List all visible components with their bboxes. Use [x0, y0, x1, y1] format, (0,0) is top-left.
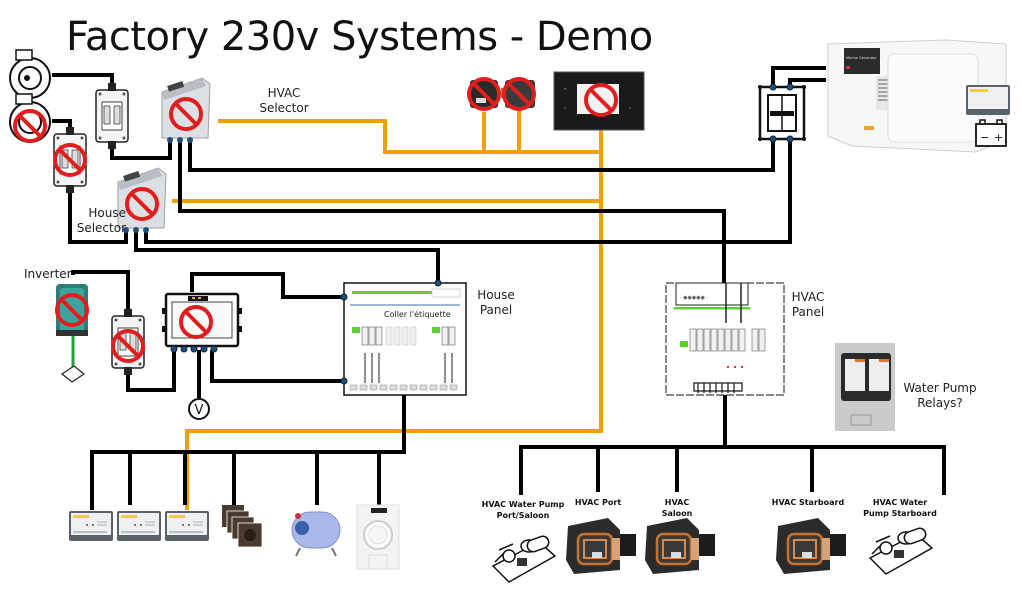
distribution-box[interactable]: [162, 292, 242, 353]
svg-text:▪▪: ▪▪: [564, 86, 567, 91]
wire-shore1-breaker1: [52, 73, 114, 87]
shore-inlet-2[interactable]: [9, 93, 51, 143]
hvac-load-label-water-pump-port-saloon: HVAC Water Pump Port/Saloon: [481, 500, 565, 520]
ac-wires: [52, 66, 946, 510]
svg-text:›: ›: [629, 106, 631, 112]
wire-distribution-house-panel-top: [190, 272, 345, 299]
shore-breaker-2[interactable]: [53, 126, 87, 194]
svg-text:−: −: [980, 131, 989, 144]
hvac-load-label-starboard: HVAC Starboard: [771, 498, 845, 507]
hvac-load-water-pump-port-saloon[interactable]: [492, 533, 556, 583]
svg-text:‹: ‹: [564, 106, 566, 112]
svg-text:+: +: [994, 131, 1003, 144]
hvac-load-water-pump-starboard[interactable]: [869, 525, 933, 575]
hvac-load-port[interactable]: [564, 516, 638, 576]
shore-breaker-1[interactable]: [95, 82, 129, 150]
wire-house-panel-bus: [90, 395, 406, 510]
hvac-load-saloon[interactable]: [643, 516, 717, 576]
inverter-label: Inverter: [24, 267, 72, 281]
generator-brand-label: Marine Generator: [846, 56, 877, 60]
voltmeter[interactable]: V: [188, 398, 210, 420]
house-load-water-heater[interactable]: [291, 511, 341, 557]
house-load-charger-2[interactable]: [116, 510, 162, 542]
svg-text:V: V: [195, 403, 204, 418]
house-load-charger-3[interactable]: [164, 510, 210, 542]
hvac-load-label-water-pump-starboard: HVAC Water Pump Starboard: [863, 498, 937, 518]
marine-generator[interactable]: Marine Generator: [827, 39, 1007, 153]
house-load-charger-1[interactable]: [68, 510, 114, 542]
wire-breaker2-house-selector: [68, 188, 128, 244]
panel-sticker-label: Coller l'étiquette: [384, 309, 451, 319]
house-selector-label: House Selector: [76, 206, 126, 235]
house-panel-label: House Panel: [477, 288, 515, 317]
generator-breaker[interactable]: [758, 83, 806, 143]
inverter-breaker[interactable]: [111, 308, 145, 376]
hvac-load-starboard[interactable]: [774, 516, 848, 576]
wire-inverter-breaker: [71, 270, 130, 314]
battery-icon: − +: [975, 119, 1007, 147]
hvac-panel[interactable]: · ◉◉◉◉◉ ·: [665, 282, 785, 396]
hvac-selector[interactable]: [161, 77, 211, 144]
hvac-selector-label: HVAC Selector: [259, 86, 309, 115]
ground-plate: [60, 365, 86, 383]
house-load-washing-machine[interactable]: [356, 504, 400, 570]
wire-distribution-house-panel-bottom: [210, 350, 345, 383]
shore-inlet-1[interactable]: [9, 49, 51, 99]
battery-charger[interactable]: [966, 85, 1010, 115]
page-title: Factory 230v Systems - Demo: [66, 14, 653, 60]
wire-breaker1-hvac-selector: [110, 140, 172, 160]
wire-breaker-distribution: [126, 350, 176, 392]
water-pump-relays[interactable]: [835, 343, 895, 431]
house-load-outlets[interactable]: [222, 505, 263, 548]
hvac-control-2[interactable]: [501, 77, 536, 111]
hvac-control-1[interactable]: [467, 77, 501, 111]
water-pump-relays-label: Water Pump Relays?: [903, 381, 977, 410]
hvac-load-label-port: HVAC Port: [574, 498, 622, 507]
wire-hvac-selector-generator-breaker: [188, 138, 775, 172]
control-wire-hvac-selector: [218, 119, 601, 154]
wire-house-selector-house-panel: [134, 230, 440, 283]
hvac-load-label-saloon: HVAC Saloon: [661, 498, 693, 518]
svg-text:· ◉◉◉◉◉ ·: · ◉◉◉◉◉ ·: [680, 295, 709, 301]
inverter[interactable]: [55, 284, 89, 336]
hvac-panel-label: HVAC Panel: [791, 290, 825, 319]
wire-hvac-selector-hvac-panel: [178, 140, 726, 283]
wire-generator-top: [771, 66, 826, 88]
hvac-touch-display[interactable]: ▪▪ ‹ ›: [553, 71, 645, 131]
house-panel[interactable]: Coller l'étiquette: [340, 279, 467, 396]
wire-house-selector-generator-breaker: [144, 138, 792, 244]
